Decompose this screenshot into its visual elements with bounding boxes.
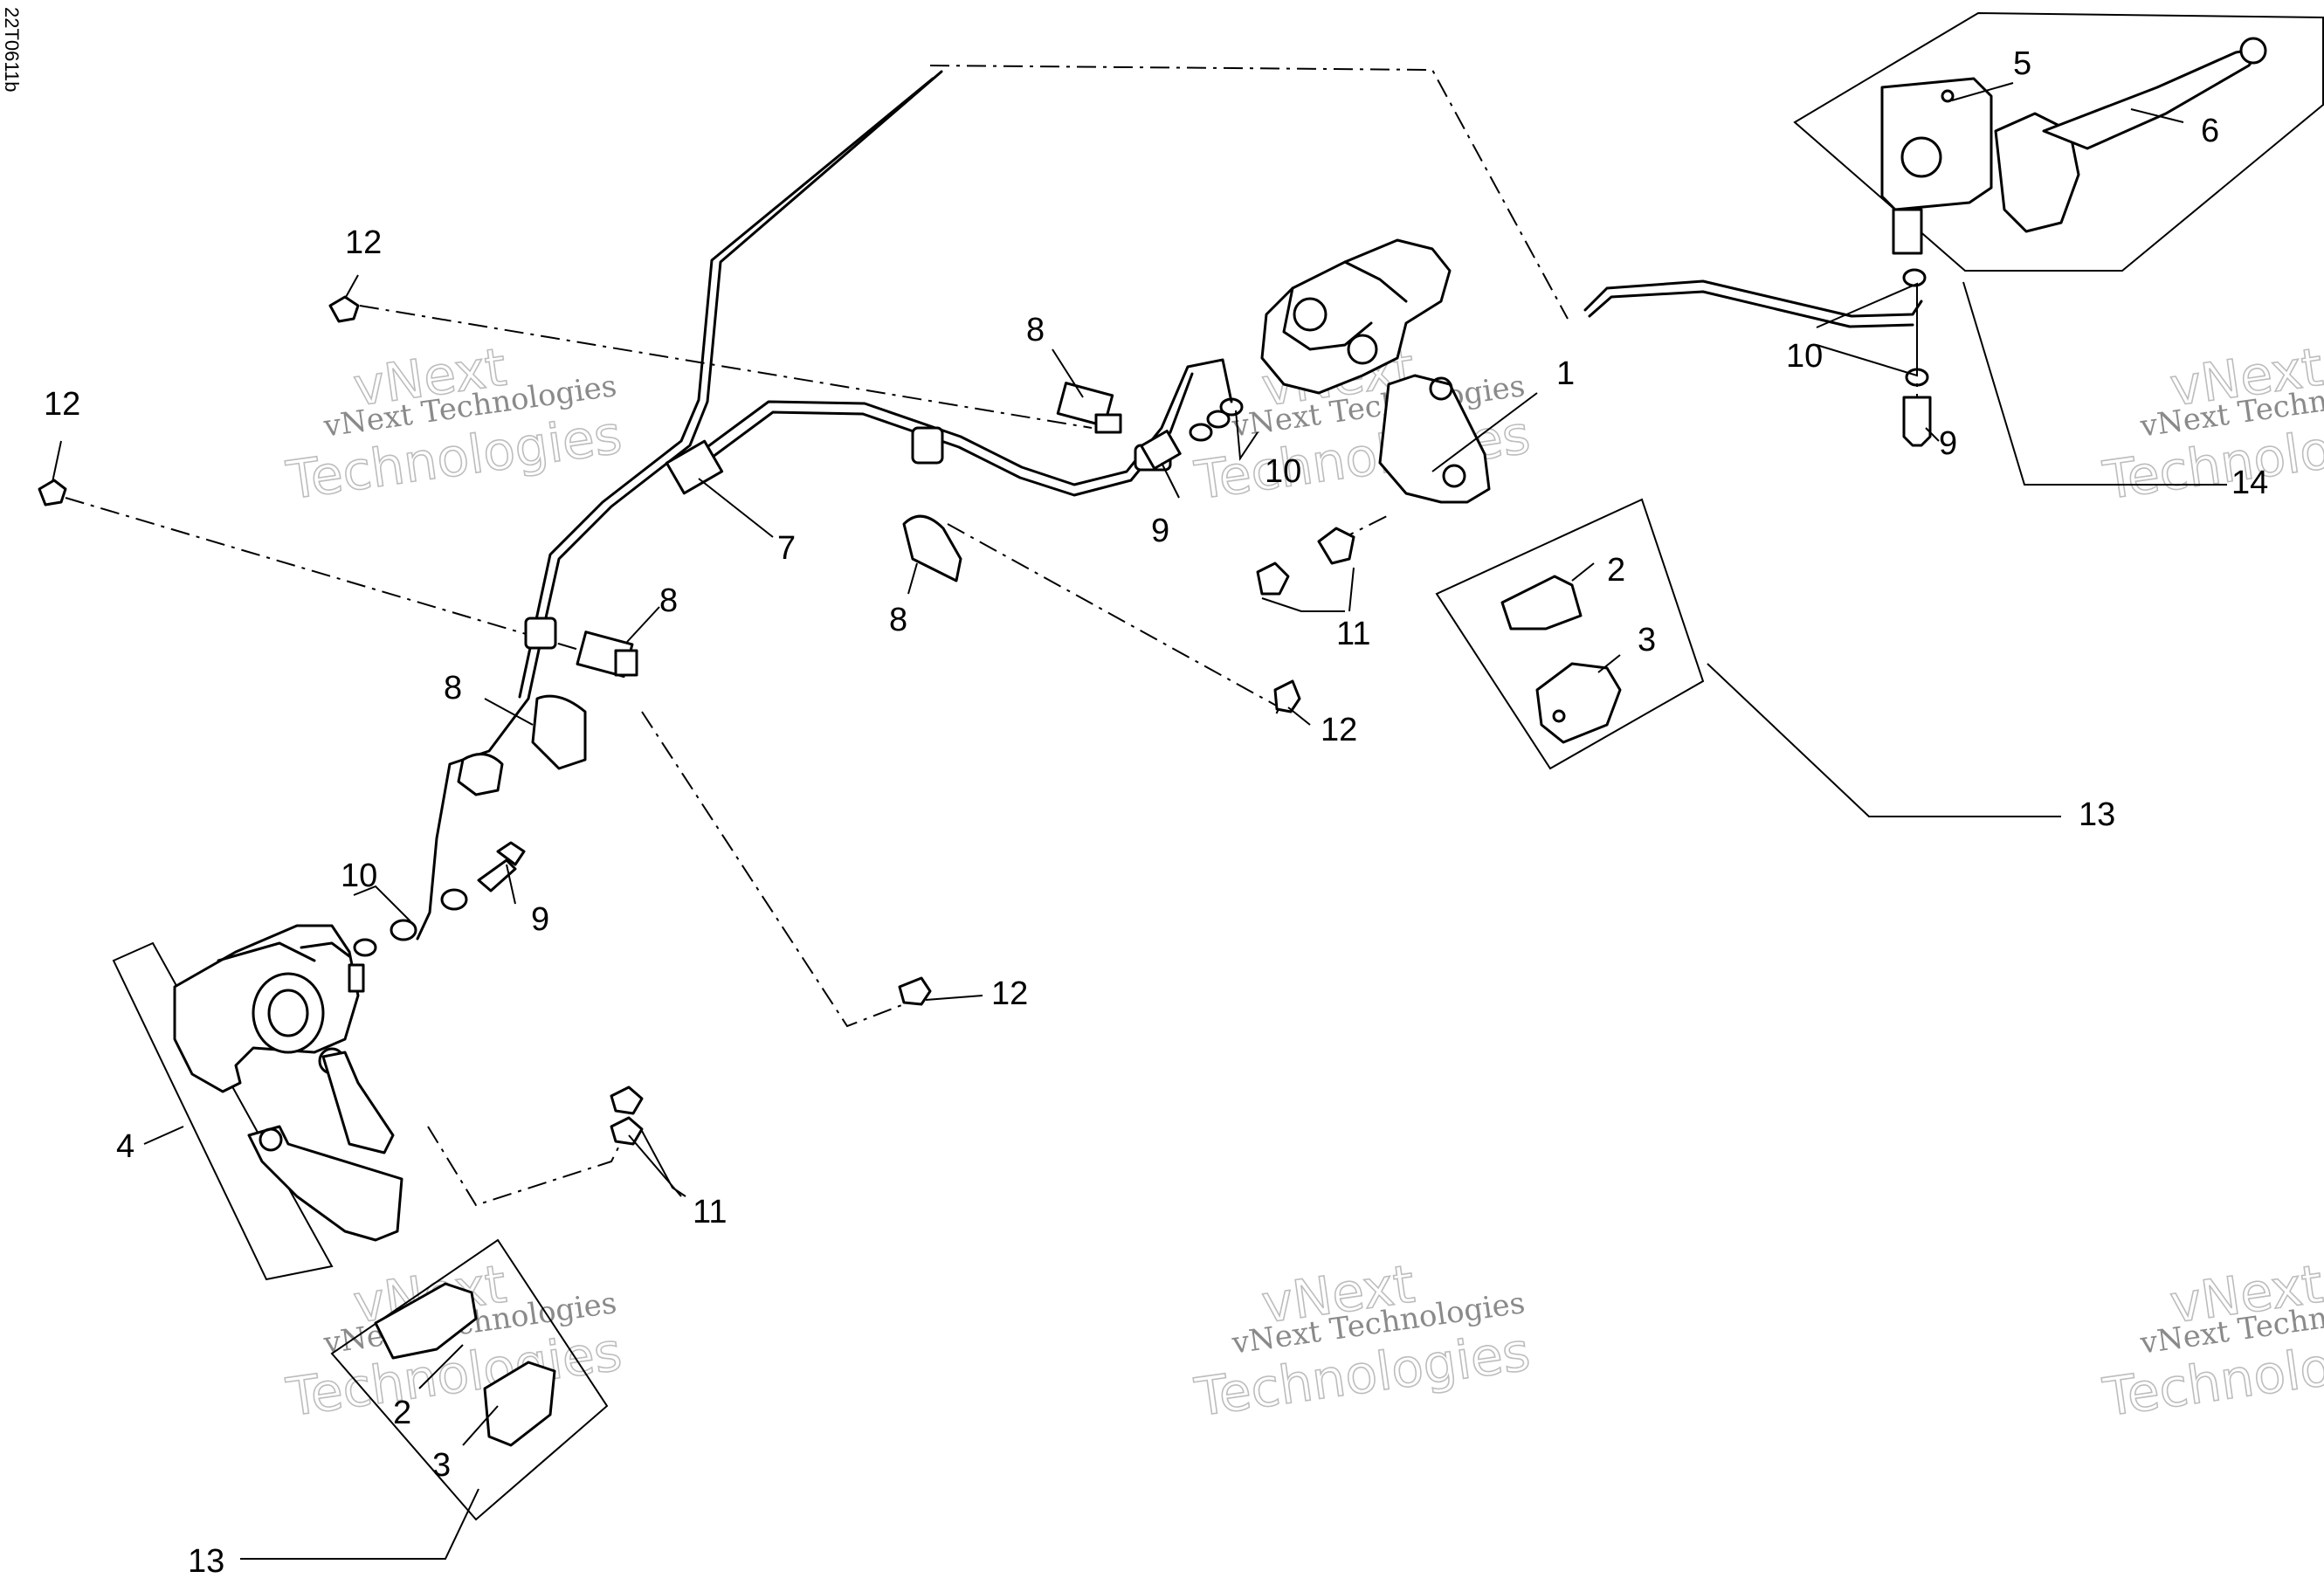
callout-labels: 1 2 3 5 6 7 8 8 8 8 9 9 9 10 10 10 11 11… [44,45,2268,1580]
callout-13: 13 [2079,796,2115,833]
line-clips [457,382,1122,796]
callout-11: 11 [1336,616,1370,652]
callout-12: 12 [1321,712,1357,748]
watermark: vNext vNext Technologies Technologies [2099,1253,2324,1430]
callout-10: 10 [1265,453,1301,490]
callout-10: 10 [1786,338,1823,375]
watermark: vNext vNext Technologies Technologies [1190,1253,1534,1430]
watermark: vNext vNext Technologies Technologies [282,336,626,513]
callout-8: 8 [444,670,462,706]
t-junction-fitting [665,439,724,495]
callout-12: 12 [991,975,1028,1012]
callout-5: 5 [2013,45,2031,82]
brake-lines [416,70,1923,941]
callout-10: 10 [341,858,377,894]
callout-12: 12 [44,386,80,423]
callout-7: 7 [777,530,796,567]
callout-4: 4 [116,1128,134,1165]
callout-6: 6 [2201,113,2219,149]
callout-11: 11 [693,1194,727,1230]
callout-8: 8 [1026,312,1045,348]
caliper-left [112,924,403,1281]
callout-8: 8 [889,602,907,638]
callout-13: 13 [188,1543,224,1580]
callout-9: 9 [531,901,549,938]
banjo-hardware-left [353,841,932,1146]
callout-9: 9 [1939,425,1957,462]
pad-kit-box-right [1435,498,1705,770]
caliper-right [1260,238,1491,504]
callout-9: 9 [1151,513,1169,549]
screws-12 [38,295,360,507]
callout-2: 2 [1607,552,1625,589]
callout-3: 3 [432,1447,451,1484]
callout-12: 12 [345,224,382,261]
master-cylinder-group [1793,11,2324,486]
callout-14: 14 [2231,465,2268,501]
leader-lines [52,82,2184,1560]
pad-kit-box-left [330,1238,609,1521]
watermark: vNext vNext Technologies Technologies [2099,336,2324,513]
banjo-hardware-right [1134,397,1355,713]
callout-3: 3 [1638,622,1656,658]
callout-1: 1 [1556,355,1575,392]
callout-8: 8 [659,582,678,619]
drawing-code: 22T0611b [1,7,23,92]
callout-2: 2 [393,1395,411,1431]
